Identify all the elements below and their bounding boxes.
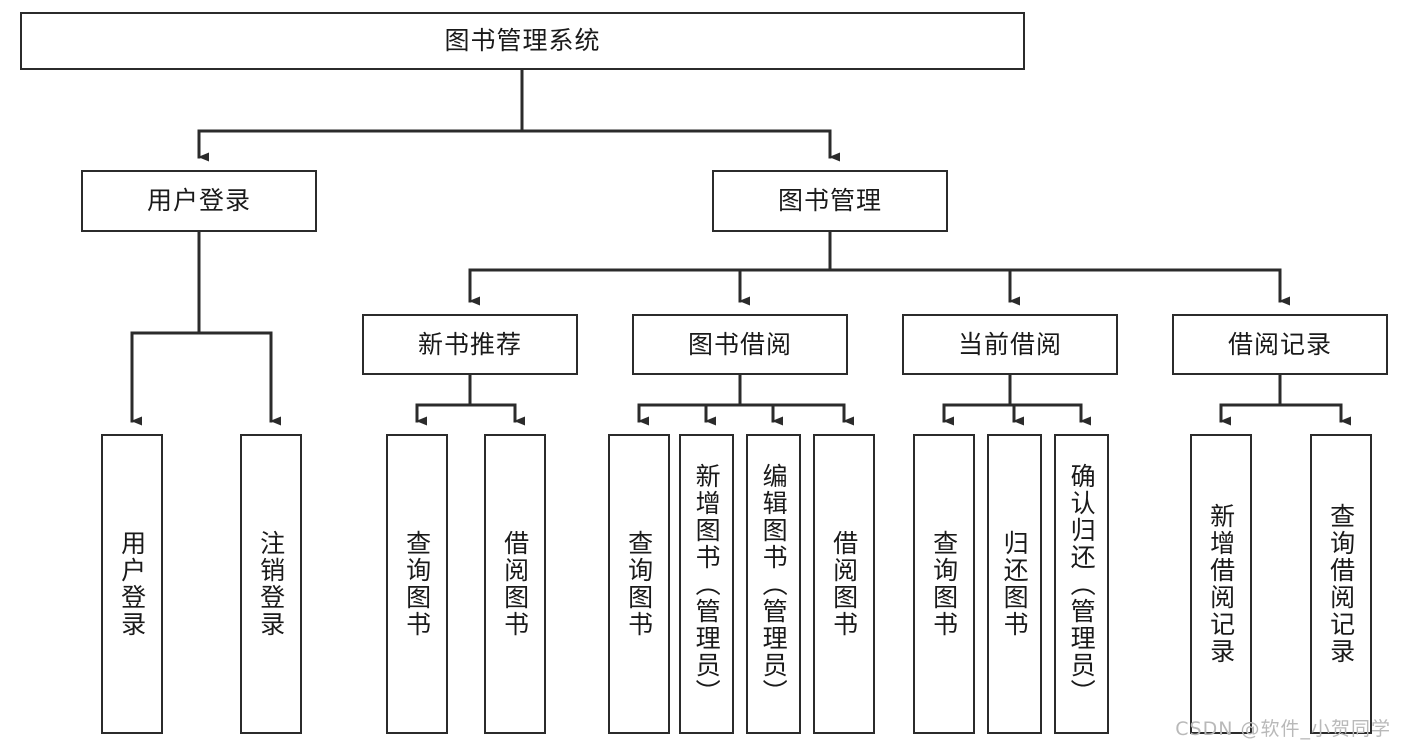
- node-current-borrow-label: 当前借阅: [957, 329, 1062, 359]
- node-book-borrow[interactable]: 图书借阅: [632, 314, 848, 375]
- node-leaf-add-book[interactable]: 新增图书（管理员）: [679, 434, 734, 734]
- watermark: CSDN @软件_小贺同学: [1175, 718, 1391, 740]
- node-leaf-confirm-return-label: 确认归还（管理员）: [1067, 462, 1097, 706]
- node-leaf-user-login[interactable]: 用户登录: [101, 434, 163, 734]
- node-leaf-borrow-book-1[interactable]: 借阅图书: [484, 434, 546, 734]
- node-leaf-query-book-1[interactable]: 查询图书: [386, 434, 448, 734]
- node-borrow-record[interactable]: 借阅记录: [1172, 314, 1388, 375]
- node-leaf-borrow-book-2[interactable]: 借阅图书: [813, 434, 875, 734]
- node-book-borrow-label: 图书借阅: [687, 329, 792, 359]
- node-leaf-confirm-return[interactable]: 确认归还（管理员）: [1054, 434, 1109, 734]
- node-leaf-add-record-label: 新增借阅记录: [1206, 503, 1236, 665]
- node-leaf-add-record[interactable]: 新增借阅记录: [1190, 434, 1252, 734]
- node-leaf-return-book[interactable]: 归还图书: [987, 434, 1042, 734]
- node-leaf-query-book-3[interactable]: 查询图书: [913, 434, 975, 734]
- node-leaf-user-login-label: 用户登录: [117, 530, 147, 638]
- node-leaf-borrow-book-1-label: 借阅图书: [500, 530, 530, 638]
- node-user-login[interactable]: 用户登录: [81, 170, 317, 232]
- node-user-login-label: 用户登录: [146, 186, 251, 216]
- node-leaf-user-logout-label: 注销登录: [256, 530, 286, 638]
- node-borrow-record-label: 借阅记录: [1227, 329, 1332, 359]
- node-root-label: 图书管理系统: [444, 26, 601, 56]
- node-leaf-edit-book-label: 编辑图书（管理员）: [759, 462, 789, 706]
- node-leaf-query-book-3-label: 查询图书: [929, 530, 959, 638]
- node-leaf-return-book-label: 归还图书: [1000, 530, 1030, 638]
- node-new-book-recommend-label: 新书推荐: [417, 329, 522, 359]
- node-leaf-borrow-book-2-label: 借阅图书: [829, 530, 859, 638]
- node-leaf-query-book-2-label: 查询图书: [624, 530, 654, 638]
- node-root[interactable]: 图书管理系统: [20, 12, 1025, 70]
- node-leaf-query-record-label: 查询借阅记录: [1326, 503, 1356, 665]
- node-leaf-query-book-2[interactable]: 查询图书: [608, 434, 670, 734]
- node-current-borrow[interactable]: 当前借阅: [902, 314, 1118, 375]
- node-leaf-add-book-label: 新增图书（管理员）: [692, 462, 722, 706]
- node-leaf-query-record[interactable]: 查询借阅记录: [1310, 434, 1372, 734]
- node-leaf-edit-book[interactable]: 编辑图书（管理员）: [746, 434, 801, 734]
- node-leaf-user-logout[interactable]: 注销登录: [240, 434, 302, 734]
- node-book-manage[interactable]: 图书管理: [712, 170, 948, 232]
- node-leaf-query-book-1-label: 查询图书: [402, 530, 432, 638]
- node-new-book-recommend[interactable]: 新书推荐: [362, 314, 578, 375]
- node-book-manage-label: 图书管理: [777, 186, 882, 216]
